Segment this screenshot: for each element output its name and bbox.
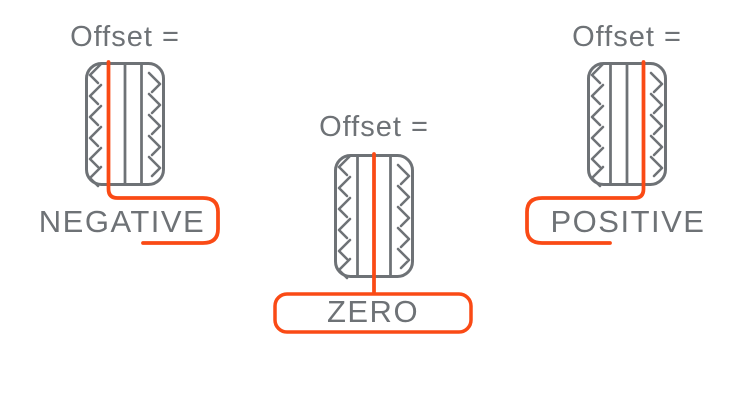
tire-illustration-negative (85, 60, 220, 245)
offset-indicator-line-positive (525, 60, 646, 245)
tread-marks-right-icon (649, 71, 664, 178)
offset-heading-zero: Offset = (319, 111, 429, 143)
offset-indicator-line-negative (106, 60, 220, 245)
tire-outline (85, 62, 165, 186)
zero-label-box (273, 292, 473, 334)
offset-value-negative: NEGATIVE (38, 204, 206, 239)
tread-marks-left-icon (590, 62, 605, 188)
offset-value-zero: ZERO (326, 294, 420, 329)
tire-illustration-zero (273, 152, 473, 334)
tire-outline (587, 62, 667, 186)
offset-heading-negative: Offset = (70, 21, 180, 53)
tread-marks-right-icon (147, 71, 162, 178)
tread-marks-left-icon (88, 62, 103, 188)
tread-marks-right-icon (396, 163, 411, 270)
offset-value-positive: POSITIVE (550, 204, 706, 239)
tire-illustration-positive (525, 60, 667, 245)
tread-marks-left-icon (337, 154, 352, 280)
offset-heading-positive: Offset = (572, 21, 682, 53)
